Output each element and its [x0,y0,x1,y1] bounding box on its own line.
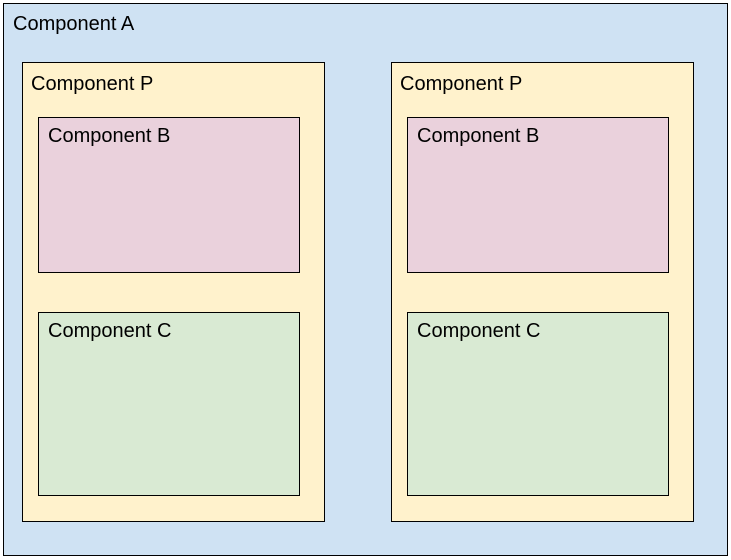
component-c-left-box: Component C [38,312,300,496]
component-b-left-box: Component B [38,117,300,273]
component-c-left-label: Component C [48,320,172,342]
component-b-right-box: Component B [407,117,669,273]
component-p-left-box: Component P Component B Component C [22,62,325,522]
component-b-right-label: Component B [417,125,540,147]
component-c-right-box: Component C [407,312,669,496]
component-b-left-label: Component B [48,125,171,147]
component-p-right-box: Component P Component B Component C [391,62,694,522]
component-p-right-label: Component P [400,73,523,95]
component-c-right-label: Component C [417,320,541,342]
component-p-left-label: Component P [31,73,154,95]
component-a-label: Component A [13,13,135,35]
component-a-box: Component A Component P Component B Comp… [3,3,728,556]
